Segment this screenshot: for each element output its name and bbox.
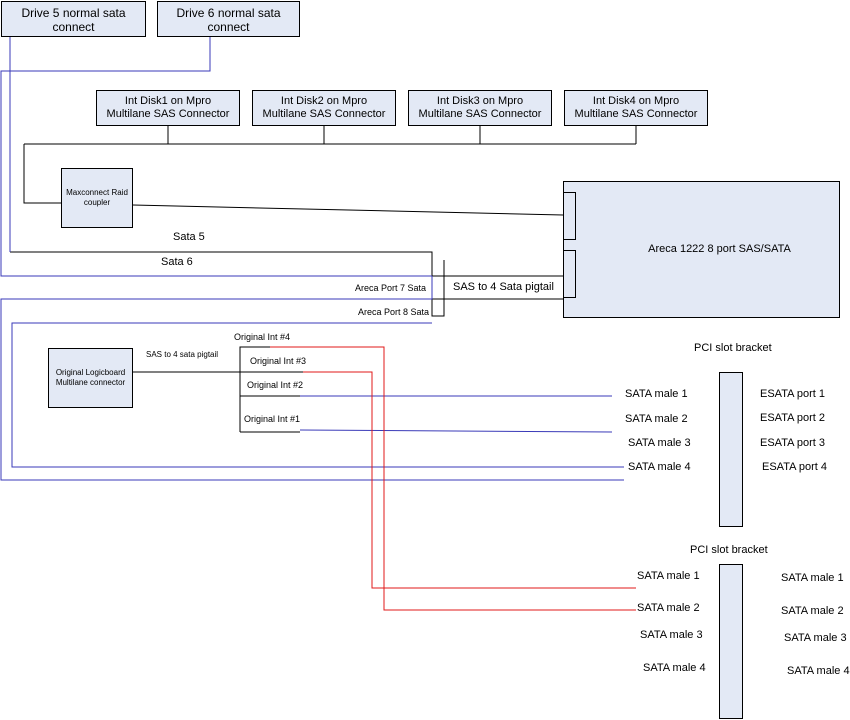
orig1-label: Original Int #1 [244,414,301,424]
int-disk2-box: Int Disk2 on Mpro Multilane SAS Connecto… [252,90,396,126]
maxconnect-line1: Maxconnect Raid [66,188,128,198]
b1-sata-male-2: SATA male 2 [625,413,688,425]
drive6-wire [0,37,432,277]
logicboard-line1: Original Logicboard [55,368,126,378]
sas-pigtail-small-label: SAS to 4 sata pigtail [146,350,219,359]
areca-box: Areca 1222 8 port SAS/SATA [563,181,840,318]
b1-esata-port-1: ESATA port 1 [760,388,826,400]
logicboard-box: Original Logicboard Multilane connector [48,348,133,408]
b2-right-sata-male-3: SATA male 3 [784,632,847,644]
sata6-label: Sata 6 [161,256,193,268]
b1-sata-male-1: SATA male 1 [625,388,688,400]
pci-bracket-1 [719,372,743,527]
int-disks-to-maxconnect [23,144,61,204]
b2-left-sata-male-2: SATA male 2 [637,602,700,614]
sata5-label: Sata 5 [173,231,205,243]
b1-esata-port-3: ESATA port 3 [760,437,826,449]
maxconnect-box: Maxconnect Raid coupler [61,168,133,228]
int-disk2-line2: Multilane SAS Connector [262,108,386,120]
int-disk3-line1: Int Disk3 on Mpro [436,94,524,107]
drive6-box: Drive 6 normal sata connect [157,1,300,37]
areca-port7-label: Areca Port 7 Sata [355,283,427,293]
b2-right-sata-male-2: SATA male 2 [781,605,844,617]
b2-right-sata-male-4: SATA male 4 [787,665,850,677]
orig1-to-sata-male2 [299,429,613,433]
int-disk4-line2: Multilane SAS Connector [574,108,698,120]
int-disk3-box: Int Disk3 on Mpro Multilane SAS Connecto… [408,90,552,126]
areca-port8-label: Areca Port 8 Sata [358,307,430,317]
pci-bracket-2 [719,564,743,719]
int-disk1-line1: Int Disk1 on Mpro [124,94,212,107]
orig2-label: Original Int #2 [247,380,304,390]
maxconnect-line2: coupler [83,198,111,207]
b2-left-sata-male-4: SATA male 4 [643,662,706,674]
orig4-label: Original Int #4 [234,332,291,342]
b1-sata-male-4: SATA male 4 [628,461,691,473]
areca-port-a [563,192,576,240]
int-disk4-box: Int Disk4 on Mpro Multilane SAS Connecto… [564,90,708,126]
pci-bracket-2-label: PCI slot bracket [690,544,768,556]
logicboard-line2: Multilane connector [55,378,126,387]
port7-blue-wire [0,276,624,481]
int-disk3-line2: Multilane SAS Connector [418,108,542,120]
int-disk4-line1: Int Disk4 on Mpro [592,94,680,107]
orig4-red-wire [270,346,636,611]
original-int-bracket [239,346,270,432]
int-disk1-line2: Multilane SAS Connector [106,108,230,120]
sas-pigtail-label: SAS to 4 Sata pigtail [453,281,554,293]
orig3-label: Original Int #3 [250,356,307,366]
b1-sata-male-3: SATA male 3 [628,437,691,449]
areca-port-b [563,250,576,298]
areca-label: Areca 1222 8 port SAS/SATA [648,242,791,255]
pci-bracket-1-label: PCI slot bracket [694,342,772,354]
int-disk2-line1: Int Disk2 on Mpro [280,94,368,107]
b1-esata-port-4: ESATA port 4 [762,461,828,473]
orig3-red-wire [303,371,636,589]
int-disk1-box: Int Disk1 on Mpro Multilane SAS Connecto… [96,90,240,126]
maxconnect-to-areca [132,204,564,216]
areca-port8-wire [431,260,445,317]
b1-esata-port-2: ESATA port 2 [760,412,826,424]
b2-left-sata-male-3: SATA male 3 [640,629,703,641]
drive6-label: Drive 6 normal sata connect [176,6,281,35]
b2-left-sata-male-1: SATA male 1 [637,570,700,582]
sata5-wire [10,251,433,284]
b2-right-sata-male-1: SATA male 1 [781,572,844,584]
port8-blue-wire [11,322,624,468]
drive5-box: Drive 5 normal sata connect [1,1,146,37]
drive5-label: Drive 5 normal sata connect [21,6,126,35]
